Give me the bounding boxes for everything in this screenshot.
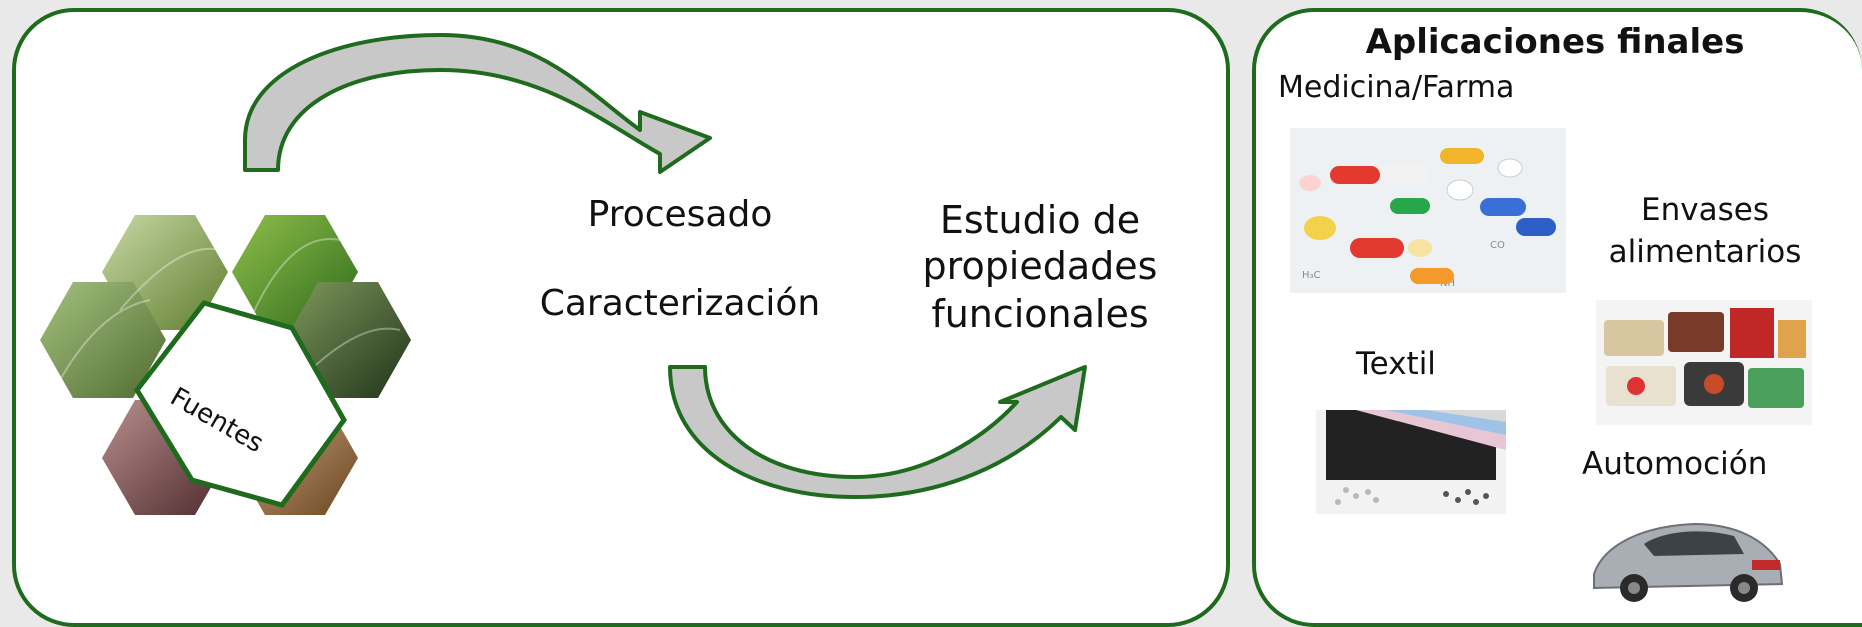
- applications-title: Aplicaciones finales: [1365, 22, 1745, 62]
- estudio-line-2: propiedades: [922, 244, 1158, 288]
- medicina-label: Medicina/Farma: [1278, 70, 1515, 105]
- envases-line-1: Envases: [1641, 192, 1769, 228]
- svg-text:CO: CO: [1490, 240, 1505, 251]
- automocion-label: Automoción: [1582, 446, 1768, 482]
- textil-image: [1316, 410, 1506, 514]
- fuentes-hexagon: [133, 300, 347, 508]
- top-curved-arrow: [243, 33, 712, 174]
- estudio-line-3: funcionales: [931, 292, 1149, 336]
- estudio-line-1: Estudio de: [939, 198, 1141, 242]
- medicina-image: H₃CNHCO: [1290, 128, 1566, 293]
- textil-label: Textil: [1356, 346, 1436, 382]
- envases-line-2: alimentarios: [1608, 234, 1802, 270]
- automocion-image: [1584, 504, 1790, 610]
- svg-text:H₃C: H₃C: [1302, 270, 1321, 281]
- caracterizacion-label: Caracterización: [539, 283, 821, 324]
- hex-image-mid-left: [40, 282, 166, 398]
- envases-image: [1596, 300, 1812, 425]
- procesado-label: Procesado: [587, 194, 773, 235]
- bottom-curved-arrow: [668, 365, 1087, 499]
